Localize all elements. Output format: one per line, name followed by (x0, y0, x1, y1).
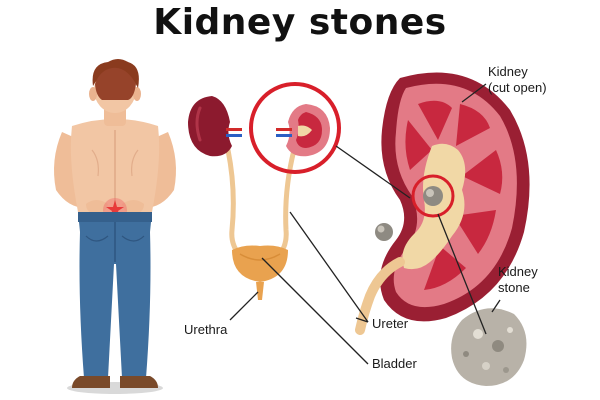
left-shoe (72, 376, 110, 388)
leader-urethra (229, 291, 259, 321)
kidney-label-line1: Kidney (488, 64, 528, 79)
hair (92, 59, 139, 88)
bladder-shape (232, 245, 288, 282)
jeans (78, 212, 152, 378)
kidney-label: Kidney (cut open) (488, 64, 547, 96)
stone-highlight-ring (411, 174, 455, 218)
bladder-label: Bladder (372, 356, 417, 371)
diagram-title: Kidney stones (153, 2, 447, 43)
kidney-label-line2: (cut open) (488, 80, 547, 95)
renal-pelvis (402, 143, 466, 270)
ureter-label: Ureter (372, 316, 409, 331)
man-figure (54, 59, 176, 394)
leader-ureter-a (289, 211, 369, 323)
kidney-stone-label-line2: stone (498, 280, 530, 295)
large-kidney (355, 72, 530, 335)
right-shoe (120, 376, 158, 388)
urethra-label: Urethra (184, 322, 228, 337)
highlight-ring (249, 82, 341, 174)
leader-ureter-b (355, 317, 369, 323)
leader-lines (229, 83, 501, 365)
leader-stone (491, 299, 501, 313)
kidney-stone-closeup (451, 308, 527, 386)
urinary-system (188, 82, 341, 300)
leader-zoom (335, 145, 411, 199)
left-ureter (225, 147, 251, 265)
leader-stone-detail (437, 213, 487, 335)
stone-in-pelvis (375, 223, 393, 241)
right-arm (134, 132, 176, 208)
stone-in-calyx (423, 186, 443, 206)
stone-shape (451, 308, 527, 386)
urethra-shape (256, 282, 264, 300)
kidney-stone-label: Kidney stone (498, 264, 538, 296)
left-kidney (188, 96, 232, 157)
left-arm (54, 132, 96, 208)
kidney-stone-label-line1: Kidney (498, 264, 538, 279)
leader-bladder (261, 257, 369, 365)
leader-kidney (461, 83, 487, 103)
